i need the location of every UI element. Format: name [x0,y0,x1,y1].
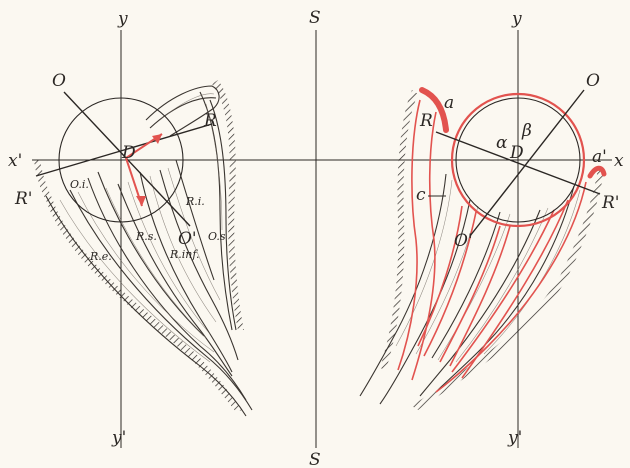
left-label-o: O [52,71,66,91]
right-muscles [359,173,581,405]
left-eye-diagram: y y' x' O D R R' O' O.i. R.i. R.s. R.e. … [8,9,253,448]
right-label-a-prime: a' [592,147,607,167]
central-axis: S S [309,8,321,468]
right-axis-o-oprime [469,89,585,237]
left-muscles [45,85,253,417]
right-label-y-bottom: y' [507,428,522,448]
left-label-rs: R.s. [135,230,157,243]
right-label-alpha: α [496,133,508,153]
red-muscle-a [419,87,449,133]
left-label-os: O.s [208,230,226,243]
left-label-y-bottom: y' [111,428,126,448]
right-label-beta: β [521,121,532,141]
right-label-r: R [419,111,433,131]
red-muscle-a-prime [587,165,607,179]
left-label-ri: R.i. [185,195,205,208]
right-label-o: O [586,71,600,91]
right-label-rprime: R' [601,193,619,213]
left-label-x: x' [8,151,22,171]
right-eyeball-sclera [450,92,586,228]
right-orbit-wall-left [380,90,418,370]
right-label-x: x [614,151,624,171]
left-label-r: R [203,111,217,131]
left-label-oprime: O' [178,229,197,249]
right-label-d: D [509,143,524,163]
label-s-bottom: S [309,450,321,468]
right-label-a: a [444,93,454,113]
left-red-arrows [125,133,163,207]
left-label-rinf: R.inf. [169,248,200,261]
left-axis-r-rprime [35,123,213,177]
right-eye-diagram: y y' x O D R R' O' a a' α β c [359,9,624,448]
left-label-y-top: y [117,9,128,29]
left-orbit-wall-right [212,80,244,330]
arrow-head-up [152,134,162,144]
right-label-oprime: O' [454,231,473,251]
right-label-c: c [416,185,426,205]
left-label-oi: O.i. [70,178,89,191]
left-label-d: D [121,143,136,163]
left-label-rprime: R' [14,189,32,209]
right-axis-r-rprime [435,131,601,195]
right-red-muscles [397,87,607,393]
right-eyeball [455,97,581,223]
left-eyeball [58,97,184,223]
left-orbit-wall-left [34,160,242,412]
arrow-head-down [136,196,146,206]
label-s-top: S [309,8,321,28]
right-label-y-top: y [511,9,522,29]
left-label-re: R.e. [89,250,112,263]
